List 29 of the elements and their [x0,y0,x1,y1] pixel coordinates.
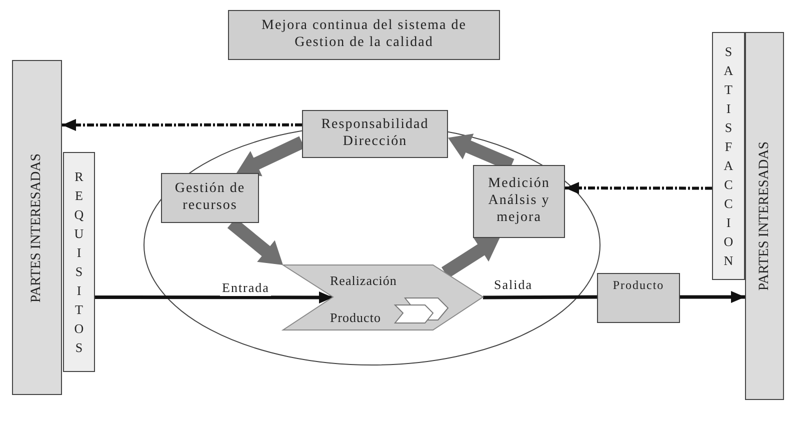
requirements-bar [63,152,95,372]
edge-label: Entrada [220,280,272,296]
node-label: Gestión de recursos [174,181,246,215]
title-box [228,10,500,60]
node-label: REQUISITOS [74,168,84,357]
node-label: Producto [612,278,664,292]
arrow [95,291,333,304]
node-label: PARTES INTERESADAS [29,152,45,302]
product-box [597,273,680,323]
process-box [473,165,565,238]
node-label: Mejora continua del sistema de Gestion de la calidad [260,18,468,52]
node-label: Responsabilidad Dirección [320,117,430,151]
stakeholder-bar [12,60,62,395]
dashed-arrow [565,182,712,194]
process-box [302,110,448,158]
process-box [161,173,259,223]
connector-line [483,295,597,300]
node-label: Medición Análsis y mejora [487,176,551,227]
arrow [680,290,745,303]
dashed-arrow [62,118,302,131]
stakeholder-bar [745,32,784,400]
block-arrow [442,238,500,278]
node-label: Realización [330,273,397,289]
block-arrow [236,136,305,176]
node-label: PARTES INTERESADAS [756,141,772,291]
chevron-shape [283,265,483,330]
satisfaction-bar [712,32,745,280]
node-label: Producto [330,310,381,326]
node-label: SATISFACCION [724,43,734,270]
